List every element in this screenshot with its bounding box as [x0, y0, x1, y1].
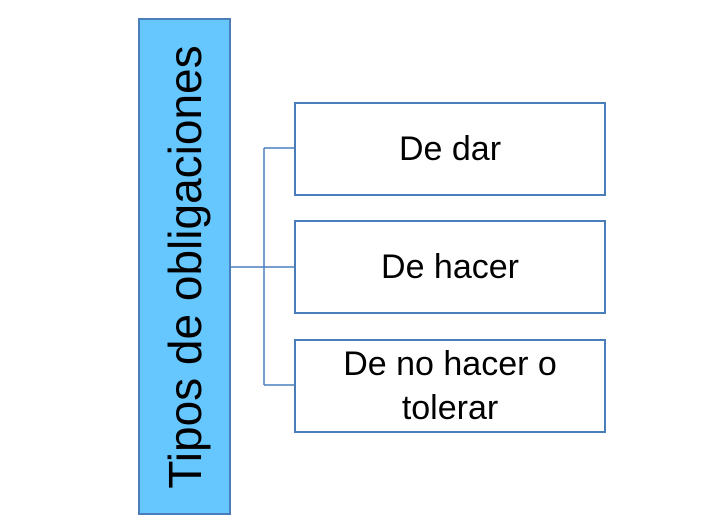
child-node-de-hacer: De hacer	[294, 220, 606, 314]
root-node-label: Tipos de obligaciones	[158, 44, 211, 489]
child-node-de-no-hacer: De no hacer o tolerar	[294, 339, 606, 433]
root-node: Tipos de obligaciones	[138, 18, 231, 515]
child-node-label: De dar	[398, 129, 502, 168]
child-node-label: De no hacer o tolerar	[343, 344, 557, 427]
child-node-de-dar: De dar	[294, 102, 606, 196]
child-node-label: De hacer	[381, 247, 519, 286]
